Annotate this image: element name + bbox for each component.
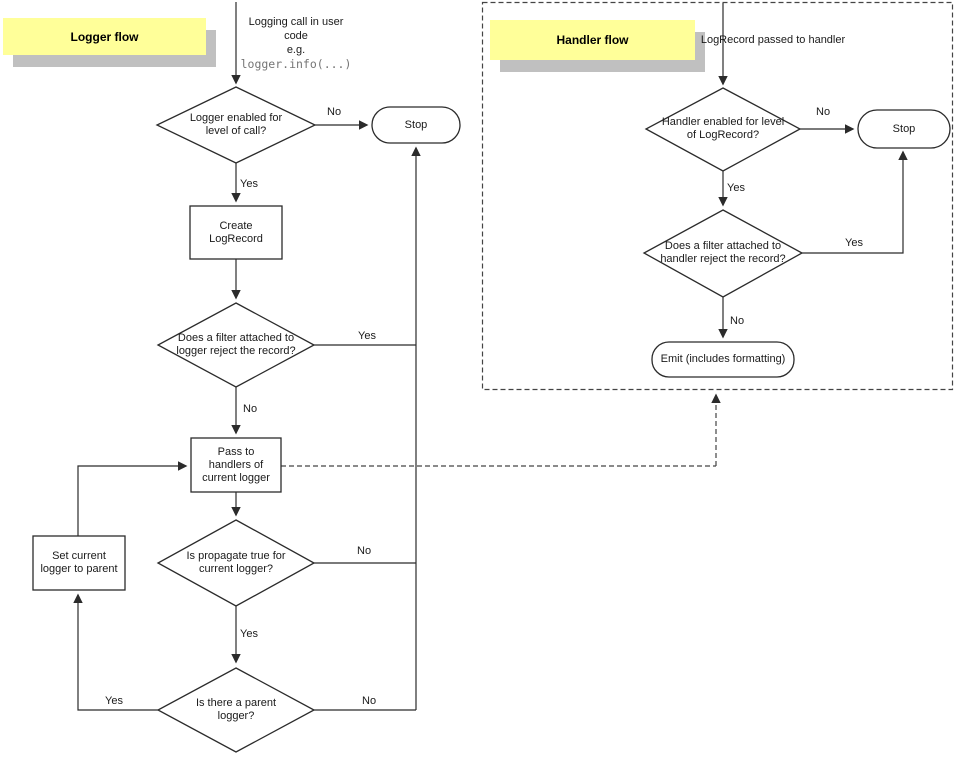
edge-hfilter-yes-to-stop — [802, 150, 908, 254]
decision-handler-level-shape — [644, 87, 802, 172]
stop-handler-label: Stop — [892, 122, 916, 135]
logger-start-eg: e.g. — [286, 44, 306, 56]
set-parent-shape — [32, 535, 126, 591]
edge-label-parent-yes: Yes — [105, 695, 123, 707]
logger-start-text: Logging call in user code e.g. logger.in… — [236, 15, 356, 71]
pass-handlers-shape — [190, 437, 282, 493]
emit-label: Emit (includes formatting) — [660, 353, 786, 365]
edge-label-parent-no: No — [362, 695, 377, 707]
decision-propagate-label: Is propagate true for current logger? — [186, 550, 286, 575]
logger-start-line: Logging call in user code — [248, 16, 344, 42]
edge-label-logger-level-no: No — [327, 106, 342, 118]
decision-handler-filter-shape — [642, 209, 804, 298]
handler-start-text: LogRecord passed to handler — [700, 34, 846, 46]
edge-set-to-pass — [77, 461, 188, 536]
logger-flow-nodes — [32, 86, 461, 753]
decision-logger-filter-label: Does a filter attached to logger reject … — [176, 332, 296, 357]
handler-flow-edges — [718, 3, 908, 339]
edge-label-propagate-no: No — [357, 545, 372, 557]
decision-parent-shape — [156, 667, 316, 753]
emit-shape — [651, 341, 795, 378]
stop-logger-shape — [371, 106, 461, 144]
pass-handlers-label: Pass to handlers of current logger — [202, 445, 270, 484]
handler-flow-title: Handler flow — [490, 20, 695, 60]
decision-parent-label: Is there a parent logger? — [195, 697, 277, 722]
decision-logger-level-label: Logger enabled for level of call? — [189, 112, 283, 137]
decision-logger-level-shape — [155, 86, 317, 164]
stop-handler-shape — [857, 109, 951, 149]
edge-label-logger-filter-no: No — [243, 403, 258, 415]
logger-flow-title: Logger flow — [3, 18, 206, 55]
handler-flow-nodes — [642, 87, 951, 378]
edge-label-handler-level-yes: Yes — [727, 182, 745, 194]
edge-label-handler-level-no: No — [816, 106, 831, 118]
decision-handler-level-label: Handler enabled for level of LogRecord? — [661, 116, 785, 141]
edge-label-logger-level-yes: Yes — [240, 178, 258, 190]
create-logrecord-label: Create LogRecord — [209, 219, 263, 245]
edge-label-handler-filter-yes: Yes — [845, 237, 863, 249]
logger-flow-edges — [73, 2, 421, 711]
decision-handler-filter-label: Does a filter attached to handler reject… — [660, 240, 786, 265]
handler-flow-container — [481, 1, 954, 391]
edge-label-logger-filter-yes: Yes — [358, 330, 376, 342]
set-parent-label: Set current logger to parent — [40, 550, 118, 575]
decision-logger-filter-shape — [156, 302, 316, 388]
create-logrecord-shape — [189, 205, 283, 260]
decision-propagate-shape — [156, 519, 316, 607]
edge-parent-yes-to-set — [73, 593, 158, 711]
logger-start-code: logger.info(...) — [240, 57, 352, 71]
logger-to-handler-edges — [281, 393, 721, 467]
stop-logger-label: Stop — [404, 118, 428, 131]
edge-label-propagate-yes: Yes — [240, 628, 258, 640]
edge-label-handler-filter-no: No — [730, 315, 745, 327]
